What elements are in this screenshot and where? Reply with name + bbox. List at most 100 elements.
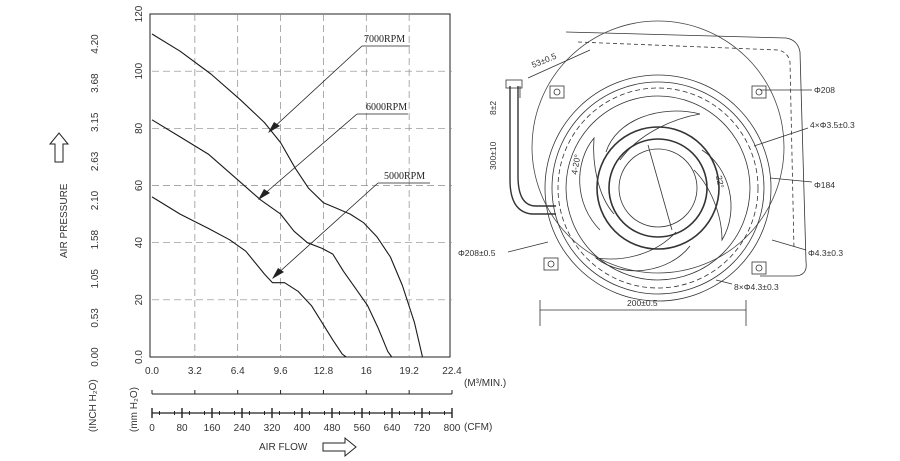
annotation-6000: 6000RPM xyxy=(258,102,408,200)
y-inch-tick-label: 3.15 xyxy=(90,112,101,132)
dim-phi43-label: Φ4.3±0.3 xyxy=(808,248,843,258)
series-line-7000rpm xyxy=(151,33,424,358)
dim-53-label: 53±0.5 xyxy=(530,51,558,70)
venturi-ring xyxy=(565,95,751,281)
mount-ear-tr xyxy=(751,85,767,99)
dim-phi43-leader xyxy=(771,239,807,251)
x-tick-label: 19.2 xyxy=(399,366,419,377)
cfm-tick-label: 640 xyxy=(384,423,401,434)
hub-outer xyxy=(596,126,720,250)
frame-ring-mid xyxy=(551,81,765,295)
fan-dimension-drawing xyxy=(505,20,813,326)
dim-phi208-05-label: Φ208±0.5 xyxy=(458,248,496,258)
hub-inner xyxy=(608,138,708,238)
dim-8phi-leader xyxy=(715,279,733,285)
y-tick-label: 40 xyxy=(134,237,145,249)
x-tick-label: 16 xyxy=(361,366,373,377)
cfm-tick-label: 320 xyxy=(264,423,281,434)
y-tick-label: 0.0 xyxy=(134,350,145,364)
dim-300-label: 300±10 xyxy=(488,141,498,170)
annotation-7000-arrow xyxy=(268,122,280,133)
hole-br xyxy=(755,264,763,272)
x-tick-labels-m3: 0.0 3.2 6.4 9.6 12.8 16 19.2 22.4 xyxy=(145,366,462,394)
cfm-tick-label: 160 xyxy=(204,423,221,434)
y-units-mm: (mm H₂O) xyxy=(129,387,140,432)
fan-curves xyxy=(151,33,424,358)
y-axis-arrow-icon xyxy=(48,132,70,163)
y-inch-tick-label: 2.10 xyxy=(90,190,101,210)
hub-label-ring xyxy=(618,148,698,228)
x-tick-label: 12.8 xyxy=(314,366,334,377)
cfm-tick-label: 480 xyxy=(324,423,341,434)
dim-200-label: 200±0.5 xyxy=(627,298,658,308)
cfm-tick-label: 240 xyxy=(234,423,251,434)
dim-phi184-leader xyxy=(769,177,813,183)
x-axis-arrow-icon xyxy=(322,436,357,458)
dim-4-20-label: 4-20° xyxy=(569,153,582,175)
dim-8-label: 8±2 xyxy=(488,101,498,115)
annotation-7000-label: 7000RPM xyxy=(364,34,405,45)
annotation-6000-label: 6000RPM xyxy=(366,102,407,113)
cfm-tick-label: 720 xyxy=(414,423,431,434)
y-tick-label: 80 xyxy=(134,122,145,134)
mount-ear-tl xyxy=(549,85,565,99)
y-tick-label: 20 xyxy=(134,294,145,306)
dim-phi208-label: Φ208 xyxy=(814,85,835,95)
y-inch-tick-label: 2.63 xyxy=(90,151,101,171)
series-line-6000rpm xyxy=(151,119,393,358)
x-units-m3: (M³/MIN.) xyxy=(464,378,506,389)
frame-ring-outer xyxy=(544,74,772,302)
hole-tr xyxy=(755,88,763,96)
annotation-6000-arrow xyxy=(258,189,270,200)
series-line-5000rpm xyxy=(151,196,347,358)
y-units-inch: (INCH H₂O) xyxy=(88,379,99,432)
x-tick-label: 3.2 xyxy=(188,366,202,377)
dim-53-line xyxy=(527,49,591,79)
x-tick-label: 6.4 xyxy=(231,366,245,377)
mount-ear-bl xyxy=(543,257,559,271)
x-units-cfm: (CFM) xyxy=(464,422,492,433)
y-inch-tick-label: 3.68 xyxy=(90,73,101,93)
y-tick-label: 100 xyxy=(134,62,145,79)
annotation-7000: 7000RPM xyxy=(268,34,410,133)
y-tick-labels-inch: 0.000.531.051.582.102.633.153.684.20 xyxy=(90,34,101,367)
outer-ring xyxy=(531,20,785,274)
annotation-7000-leader xyxy=(271,45,363,130)
connector xyxy=(505,79,523,89)
pq-chart: 0.0 20 40 60 80 100 120 0.00 0.53 1.05 1.58 2.10 2.… xyxy=(48,5,506,458)
grid-lines xyxy=(152,14,452,357)
x-tick-label: 0.0 xyxy=(145,366,159,377)
y-tick-labels-mm: 0.0 20 40 60 80 100 120 xyxy=(134,5,145,364)
x-tick-label: 9.6 xyxy=(274,366,288,377)
cfm-tick-label: 800 xyxy=(444,423,461,434)
cfm-tick-label: 400 xyxy=(294,423,311,434)
y-axis-title: AIR PRESSURE xyxy=(59,183,70,258)
housing-outline xyxy=(565,31,807,277)
blade-3 xyxy=(594,231,691,272)
hub-center-line xyxy=(647,144,673,231)
blade-4 xyxy=(579,136,615,231)
y-inch-tick-label: 1.58 xyxy=(90,229,101,249)
annotation-5000: 5000RPM xyxy=(272,171,430,279)
y-inch-tick-label: 1.05 xyxy=(90,269,101,289)
y-tick-label: 60 xyxy=(134,180,145,192)
dim-8phi-label: 8×Φ4.3±0.3 xyxy=(734,282,779,292)
hole-bl xyxy=(547,260,555,268)
annotation-5000-label: 5000RPM xyxy=(384,171,425,182)
y-inch-tick-label: 0.53 xyxy=(90,308,101,328)
dim-4phi-leader xyxy=(753,127,809,147)
x-tick-label: 22.4 xyxy=(442,366,462,377)
y-inch-tick-label: 0.00 xyxy=(90,347,101,367)
housing-hidden-edge xyxy=(577,41,795,251)
mount-ear-br xyxy=(751,261,767,275)
annotation-5000-arrow xyxy=(272,268,284,279)
annotation-5000-leader xyxy=(275,182,379,276)
dim-phi184-label: Φ184 xyxy=(814,180,835,190)
dim-22-label: 22° xyxy=(714,175,726,189)
cfm-tick-label: 80 xyxy=(176,423,188,434)
y-tick-label: 120 xyxy=(134,5,145,22)
dim-4phi-label: 4×Φ3.5±0.3 xyxy=(810,120,855,130)
bolt-circle xyxy=(557,87,759,289)
